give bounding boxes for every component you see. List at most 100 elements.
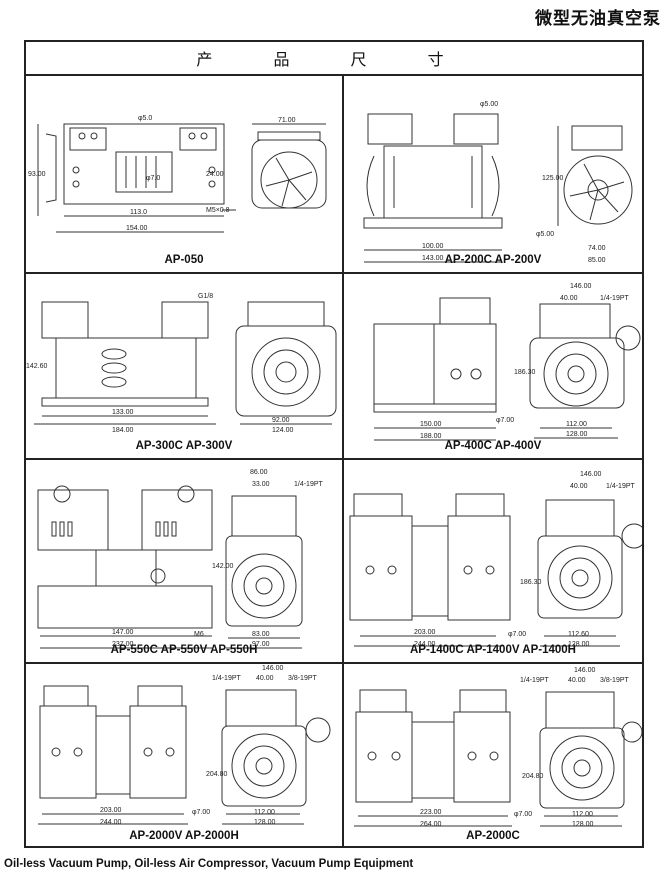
dim-ap-2000c-1: 1/4-19PT — [520, 677, 550, 684]
dim-ap-1400-5: 203.00 — [414, 629, 436, 636]
dim-ap-400-4: φ7.00 — [496, 417, 514, 424]
model-cell-ap-2000v: 146.00 1/4-19PT 40.00 3/8-19PT 204.80 φ7… — [26, 664, 342, 848]
dim-ap-1400-3: 186.30 — [520, 579, 542, 586]
table-header: 产 品 尺 寸 — [26, 42, 642, 76]
dim-ap-400-3: 186.30 — [514, 369, 536, 376]
dim-ap-2000c-4: 204.80 — [522, 773, 544, 780]
dim-ap-2000v-1: 1/4-19PT — [212, 675, 242, 682]
dim-ap-050-4: 113.0 — [130, 209, 147, 216]
dim-ap-2000c-5: φ7.00 — [514, 811, 532, 818]
dim-ap-400-7: 112.00 — [566, 421, 587, 428]
model-caption: AP-400C AP-400V — [444, 440, 542, 452]
drawing-ap-1400: 146.00 40.00 1/4-19PT 186.30 φ7.00 203.0… — [349, 471, 642, 648]
dim-ap-050-6: 93.00 — [28, 171, 46, 178]
model-caption: AP-550C AP-550V AP-550H — [110, 644, 258, 656]
dim-ap-550-8: 97.00 — [252, 641, 270, 648]
dim-ap-050-3: M5×0.8 — [206, 207, 230, 214]
model-caption: AP-2000C — [466, 830, 520, 842]
drawing-ap-300: G1/8 142.60 133.00 184.00 92.00 124.00 — [26, 293, 337, 434]
drawing-ap-200: φ5.00 100.00 143.00 125.00 φ5.00 74.00 8… — [363, 101, 633, 264]
dim-ap-2000v-3: 3/8-19PT — [288, 675, 318, 682]
model-caption: AP-300C AP-300V — [135, 440, 233, 452]
dim-ap-050-1: φ7.0 — [146, 175, 160, 182]
dim-ap-050-0: φ5.0 — [138, 115, 152, 122]
dim-ap-2000v-0: 146.00 — [262, 665, 284, 672]
dim-ap-2000v-2: 40.00 — [256, 675, 274, 682]
model-cell-ap-300: G1/8 142.60 133.00 184.00 92.00 124.00 A… — [26, 274, 342, 458]
model-caption: AP-050 — [164, 254, 204, 266]
dim-ap-200-0: φ5.00 — [480, 101, 498, 108]
dim-ap-1400-8: 128.00 — [568, 641, 590, 648]
dim-ap-2000c-8: 112.00 — [572, 811, 593, 818]
dimension-table: 产 品 尺 寸 φ5.0 φ7 — [24, 40, 644, 848]
drawing-ap-050: φ5.0 φ7.0 24.00 M5×0.8 113.0 154.00 93.0… — [28, 115, 327, 233]
column-divider — [342, 74, 344, 846]
dim-ap-300-2: 133.00 — [112, 409, 134, 416]
model-cell-ap-1400: 146.00 40.00 1/4-19PT 186.30 φ7.00 203.0… — [344, 460, 642, 662]
dim-ap-550-3: 142.00 — [212, 563, 234, 570]
dim-ap-2000c-0: 146.00 — [574, 667, 596, 674]
dim-ap-550-5: 147.00 — [112, 629, 134, 636]
dim-ap-2000v-5: φ7.00 — [192, 809, 210, 816]
row-divider-2 — [26, 458, 642, 460]
drawing-ap-2000c: 146.00 1/4-19PT 40.00 3/8-19PT 204.80 φ7… — [354, 667, 642, 828]
dim-ap-200-1: 100.00 — [422, 243, 444, 250]
dim-ap-550-4: M6 — [194, 631, 204, 638]
dim-ap-2000v-7: 244.00 — [100, 819, 122, 826]
dim-ap-2000v-8: 112.00 — [254, 809, 275, 816]
dim-ap-550-7: 83.00 — [252, 631, 270, 638]
dim-ap-1400-7: 112.60 — [568, 631, 589, 638]
dim-ap-200-4: φ5.00 — [536, 231, 554, 238]
model-cell-ap-550: 86.00 33.00 1/4-19PT 142.00 M6 147.00 23… — [26, 460, 342, 662]
dim-ap-200-2: 143.00 — [422, 255, 444, 262]
dim-ap-200-5: 74.00 — [588, 245, 606, 252]
dim-ap-300-3: 184.00 — [112, 427, 134, 434]
model-cell-ap-400: 146.00 40.00 1/4-19PT 186.30 φ7.00 150.0… — [344, 274, 642, 458]
model-caption: AP-2000V AP-2000H — [129, 830, 239, 842]
dim-ap-300-4: 92.00 — [272, 417, 290, 424]
row-divider-3 — [26, 662, 642, 664]
dim-ap-2000v-6: 203.00 — [100, 807, 122, 814]
dim-ap-2000c-6: 223.00 — [420, 809, 442, 816]
dim-ap-400-2: 1/4-19PT — [600, 295, 630, 302]
dim-ap-400-5: 150.00 — [420, 421, 442, 428]
dim-ap-550-2: 1/4-19PT — [294, 481, 324, 488]
footer-text: Oil-less Vacuum Pump, Oil-less Air Compr… — [4, 858, 414, 870]
dim-ap-400-1: 40.00 — [560, 295, 578, 302]
dim-ap-050-5: 154.00 — [126, 225, 148, 232]
dim-ap-2000v-9: 128.00 — [254, 819, 276, 826]
dim-ap-300-5: 124.00 — [272, 427, 294, 434]
model-cell-ap-2000c: 146.00 1/4-19PT 40.00 3/8-19PT 204.80 φ7… — [344, 664, 642, 848]
dim-ap-2000c-3: 3/8-19PT — [600, 677, 630, 684]
dim-ap-550-6: 237.00 — [112, 641, 134, 648]
dim-ap-200-6: 85.00 — [588, 257, 606, 264]
dim-ap-550-0: 86.00 — [250, 469, 268, 476]
model-caption: AP-1400C AP-1400V AP-1400H — [410, 644, 576, 656]
dim-ap-2000c-2: 40.00 — [568, 677, 586, 684]
dim-ap-1400-1: 40.00 — [570, 483, 588, 490]
dim-ap-400-0: 146.00 — [570, 283, 592, 290]
drawing-ap-550: 86.00 33.00 1/4-19PT 142.00 M6 147.00 23… — [37, 469, 324, 649]
drawing-ap-400: 146.00 40.00 1/4-19PT 186.30 φ7.00 150.0… — [373, 283, 641, 441]
page-title: 微型无油真空泵 — [535, 9, 661, 29]
dim-ap-2000c-7: 264.00 — [420, 821, 442, 828]
dim-ap-1400-6: 244.00 — [414, 641, 436, 648]
model-caption: AP-200C AP-200V — [444, 254, 542, 266]
dim-ap-050-2: 24.00 — [206, 171, 224, 178]
dim-ap-300-0: G1/8 — [198, 293, 213, 300]
dim-ap-1400-2: 1/4-19PT — [606, 483, 636, 490]
model-cell-ap-200: φ5.00 100.00 143.00 125.00 φ5.00 74.00 8… — [344, 76, 642, 272]
dim-ap-1400-4: φ7.00 — [508, 631, 526, 638]
dim-ap-050-7: 71.00 — [278, 117, 296, 124]
row-divider-1 — [26, 272, 642, 274]
dim-ap-1400-0: 146.00 — [580, 471, 602, 478]
model-cell-ap-050: φ5.0 φ7.0 24.00 M5×0.8 113.0 154.00 93.0… — [26, 76, 342, 272]
dim-ap-2000c-9: 128.00 — [572, 821, 594, 828]
dim-ap-300-1: 142.60 — [26, 363, 48, 370]
drawing-ap-2000v: 146.00 1/4-19PT 40.00 3/8-19PT 204.80 φ7… — [38, 665, 331, 826]
dim-ap-550-1: 33.00 — [252, 481, 270, 488]
dim-ap-400-8: 128.00 — [566, 431, 588, 438]
dim-ap-200-3: 125.00 — [542, 175, 564, 182]
dim-ap-400-6: 188.00 — [420, 433, 442, 440]
dim-ap-2000v-4: 204.80 — [206, 771, 228, 778]
